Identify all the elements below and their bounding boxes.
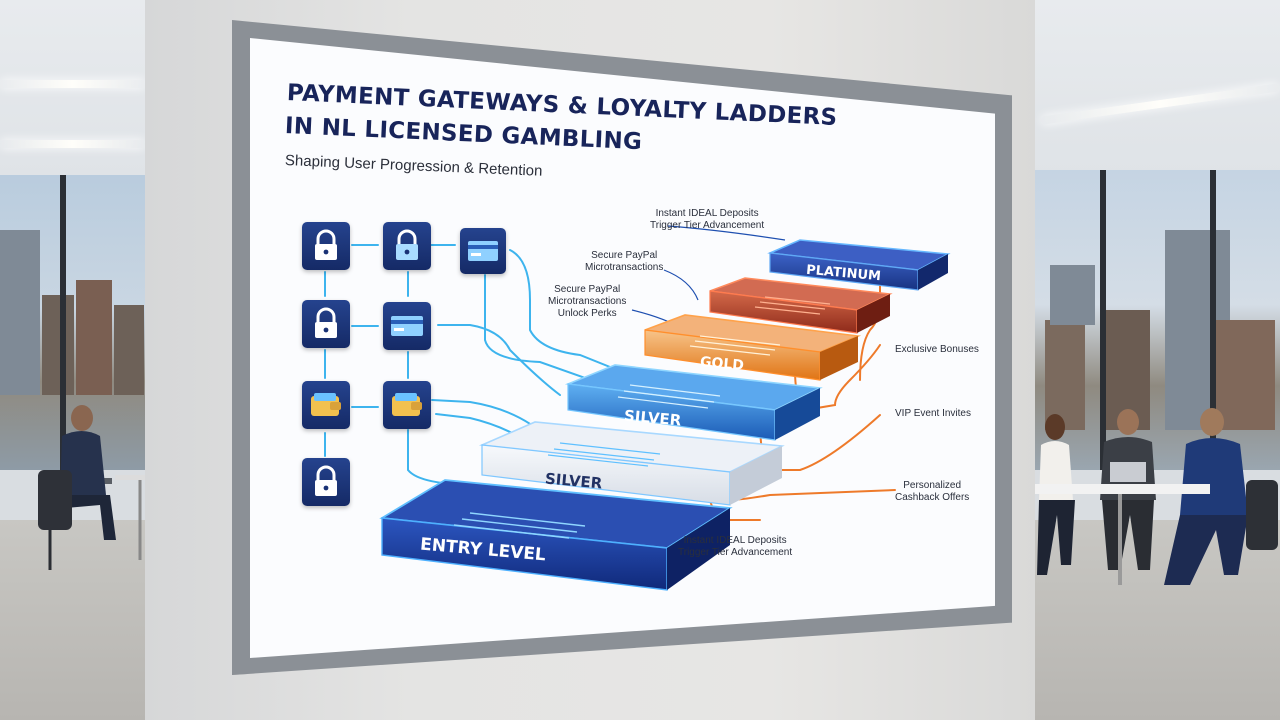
window-right — [1035, 170, 1280, 470]
annotation-paypal-micro: Secure PayPal Microtransactions — [585, 250, 663, 274]
lock-icon — [302, 300, 350, 348]
annotation-ideal-top: Instant IDEAL Deposits Trigger Tier Adva… — [650, 208, 764, 232]
tier-step-ruby — [709, 277, 893, 334]
tier-step-silver-glass — [478, 421, 785, 506]
callout-line — [667, 225, 786, 241]
annotation-line: Cashback Offers — [895, 492, 970, 503]
annotation-line: Instant IDEAL Deposits — [683, 535, 787, 546]
credit-card-icon — [383, 302, 431, 350]
wallet-icon — [302, 381, 350, 429]
tier-step-silver-blue — [564, 364, 823, 441]
annotation-line: Personalized — [903, 480, 962, 491]
credit-card-icon — [460, 228, 506, 274]
person-man-suit-right — [1164, 408, 1278, 585]
annotation-line: Secure PayPal — [591, 250, 658, 261]
ceiling-light — [0, 140, 145, 148]
tier-step-entry-level — [379, 479, 733, 591]
meeting-table — [1035, 484, 1210, 585]
lock-icon — [383, 222, 431, 270]
annotation-line: Instant IDEAL Deposits — [655, 208, 759, 219]
annotation-line: Trigger Tier Advancement — [650, 220, 765, 231]
tier-step-platinum — [767, 239, 951, 291]
flow-line — [509, 249, 631, 376]
annotation-line: Microtransactions — [548, 296, 627, 307]
callout-line — [663, 269, 699, 301]
annotation-ideal-bottom: Instant IDEAL Deposits Trigger Tier Adva… — [678, 535, 792, 559]
person-seated-left — [38, 405, 150, 570]
annotation-cashback: Personalized Cashback Offers — [895, 480, 969, 504]
annotation-paypal-perks: Secure PayPal Microtransactions Unlock P… — [548, 284, 626, 320]
annotation-line: Microtransactions — [585, 262, 664, 273]
flow-line — [437, 324, 561, 396]
wallet-icon — [383, 381, 431, 429]
annotation-exclusive-bonuses: Exclusive Bonuses — [895, 344, 979, 355]
annotation-line: Trigger Tier Advancement — [678, 547, 793, 558]
flow-line — [484, 274, 606, 386]
tier-step-gold — [644, 314, 862, 381]
annotation-line: Unlock Perks — [557, 308, 617, 319]
lock-icon — [302, 222, 350, 270]
annotation-vip-event: VIP Event Invites — [895, 408, 971, 419]
annotation-line: Secure PayPal — [554, 284, 621, 295]
ceiling-light — [0, 80, 145, 88]
lock-icon — [302, 458, 350, 506]
